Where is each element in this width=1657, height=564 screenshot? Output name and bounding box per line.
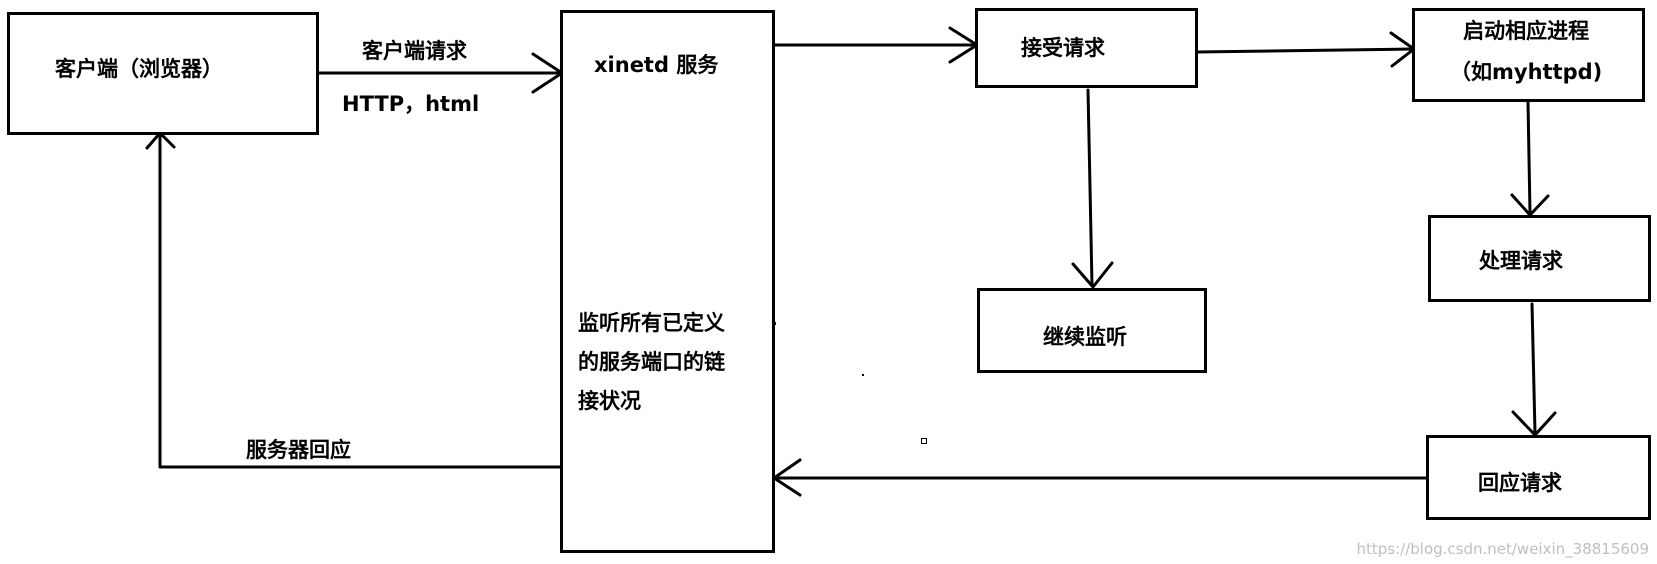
speck-dot bbox=[862, 374, 864, 376]
xinetd-description: 监听所有已定义 的服务端口的链 接状况 bbox=[578, 311, 725, 413]
arrowhead-accept-to-continue bbox=[1071, 261, 1114, 289]
node-respond-request bbox=[1426, 435, 1651, 520]
respond-request-label: 回应请求 bbox=[1478, 471, 1562, 495]
server-response-edge-label: 服务器回应 bbox=[246, 438, 351, 462]
node-accept-request bbox=[975, 8, 1198, 88]
edge-process-to-respond bbox=[1530, 302, 1537, 435]
launch-process-label: 启动相应进程 （如myhttpd) bbox=[1450, 19, 1603, 84]
xinetd-label: xinetd 服务 bbox=[594, 53, 719, 77]
node-launch-process bbox=[1412, 8, 1645, 102]
client-label: 客户端（浏览器） bbox=[55, 57, 223, 81]
client-request-edge-label: 客户端请求 bbox=[362, 39, 467, 63]
edge-launch-to-process bbox=[1526, 100, 1532, 215]
speck-square bbox=[921, 438, 927, 444]
watermark: https://blog.csdn.net/weixin_38815609 bbox=[1356, 540, 1649, 558]
node-process-request bbox=[1428, 215, 1651, 302]
continue-listen-label: 继续监听 bbox=[1043, 325, 1127, 349]
edge-accept-to-launch bbox=[1195, 47, 1414, 54]
node-continue-listen bbox=[977, 288, 1207, 373]
speck-dot bbox=[773, 322, 776, 325]
edge-xinetd-to-client bbox=[158, 132, 564, 469]
accept-request-label: 接受请求 bbox=[1021, 36, 1105, 60]
node-client bbox=[7, 12, 319, 135]
node-xinetd bbox=[560, 10, 775, 553]
edge-accept-to-continue bbox=[1086, 88, 1094, 287]
process-request-label: 处理请求 bbox=[1479, 249, 1563, 273]
client-request-edge-sublabel: HTTP，html bbox=[342, 92, 480, 116]
